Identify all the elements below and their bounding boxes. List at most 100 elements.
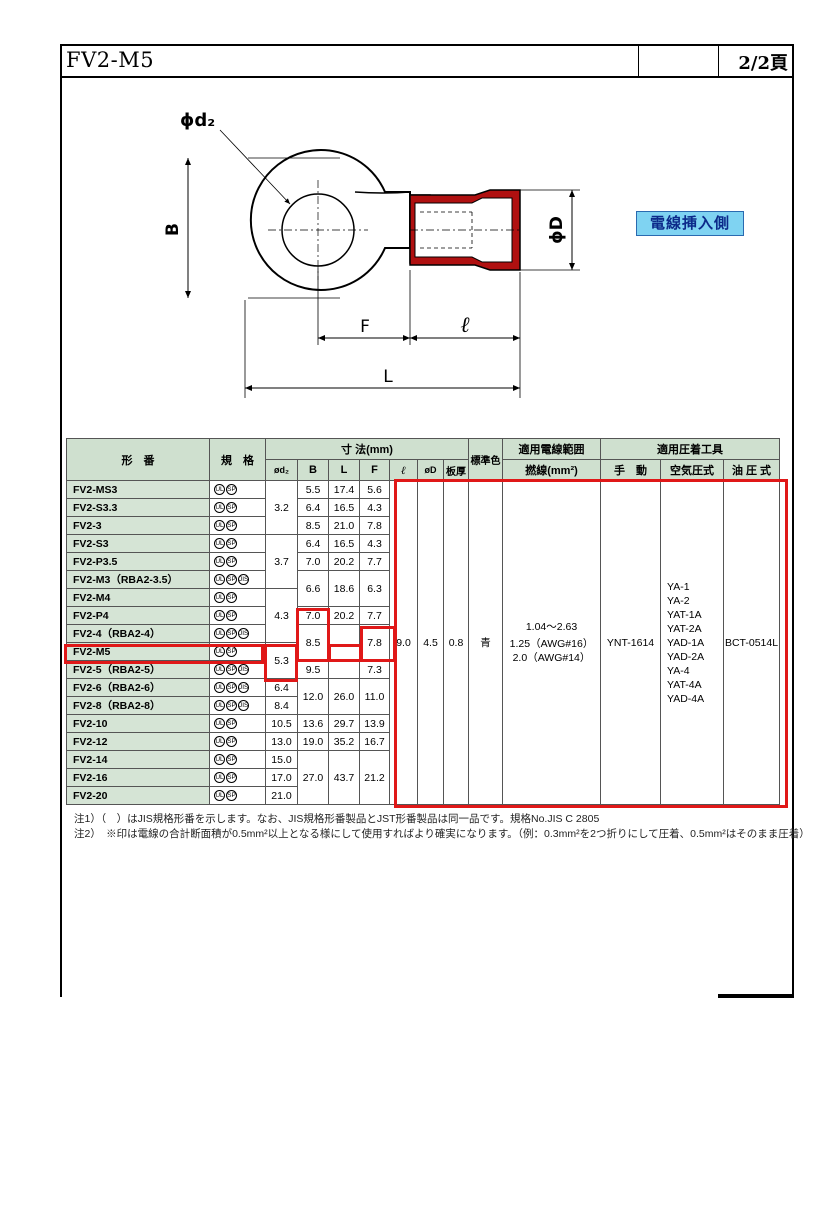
table-cell: 7.8 — [359, 516, 390, 535]
ul-mark-icon: UL — [214, 646, 225, 658]
air-tool-item: YA-1 — [667, 580, 690, 593]
wire-range-line: 1.04〜2.63 — [525, 621, 578, 633]
table-cell: 12.0 — [297, 678, 329, 715]
page-frame: FV2-M5 2/2頁 — [60, 44, 794, 997]
label-L: L — [383, 367, 393, 387]
part-number: FV2-M4 — [66, 588, 210, 607]
part-number: FV2-P3.5 — [66, 552, 210, 571]
table-cell: 20.2 — [328, 606, 360, 625]
ul-mark-icon: UL — [214, 718, 225, 730]
spec-table: 形 番 規 格 寸 法(mm) 標準色 適用電線範囲 適用圧着工具 ød₂ B … — [66, 438, 780, 805]
table-cell: 10.5 — [265, 714, 298, 733]
table-cell: 21.0 — [265, 786, 298, 805]
table-cell: 4.3 — [359, 534, 390, 553]
part-number: FV2-20 — [66, 786, 210, 805]
csa-mark-icon: SP — [226, 538, 237, 550]
table-cell: 6.4 — [297, 498, 329, 517]
jis-mark-icon: JIS — [238, 682, 249, 694]
table-header: 空気圧式 — [660, 459, 724, 481]
air-tool-item: YAT-1A — [667, 608, 702, 621]
air-tool-item: YAD-2A — [667, 650, 705, 663]
hydraulic-tool: BCT-0514L — [723, 480, 780, 805]
ul-mark-icon: UL — [214, 664, 225, 676]
table-cell: 4.3 — [265, 588, 298, 643]
label-ell: ℓ — [460, 313, 470, 338]
table-cell: 13.9 — [359, 714, 390, 733]
table-cell: 13.6 — [297, 714, 329, 733]
ul-mark-icon: UL — [214, 700, 225, 712]
part-number: FV2-MS3 — [66, 480, 210, 499]
part-number: FV2-M3（RBA2-3.5） — [66, 570, 210, 589]
table-cell: 18.6 — [328, 570, 360, 607]
part-number: FV2-S3 — [66, 534, 210, 553]
jis-mark-icon: JIS — [238, 574, 249, 586]
csa-mark-icon: SP — [226, 772, 237, 784]
table-cell: 16.5 — [328, 498, 360, 517]
table-cell: 7.0 — [297, 552, 329, 571]
ell-value: 9.0 — [389, 480, 418, 805]
table-cell: 5.3 — [265, 642, 298, 679]
csa-mark-icon: SP — [226, 484, 237, 496]
table-cell: 6.3 — [359, 570, 390, 607]
table-header: B — [297, 459, 329, 481]
table-cell: 16.7 — [359, 732, 390, 751]
part-number: FV2-10 — [66, 714, 210, 733]
table-header: L — [328, 459, 360, 481]
table-header: ℓ — [389, 459, 418, 481]
ul-mark-icon: UL — [214, 790, 225, 802]
part-number: FV2-4（RBA2-4） — [66, 624, 210, 643]
col-color: 標準色 — [468, 438, 503, 481]
table-header: 板厚 — [443, 459, 469, 481]
jis-mark-icon: JIS — [238, 700, 249, 712]
header-divider — [638, 46, 639, 76]
table-cell: 6.6 — [297, 570, 329, 607]
table-cell: 15.0 — [265, 750, 298, 769]
jis-mark-icon: JIS — [238, 664, 249, 676]
label-phi-D: ϕD — [547, 216, 567, 244]
csa-mark-icon: SP — [226, 682, 237, 694]
part-number: FV2-M5 — [66, 642, 210, 661]
table-cell: 7.7 — [359, 552, 390, 571]
csa-mark-icon: SP — [226, 646, 237, 658]
table-header: 撚線(mm²) — [502, 459, 601, 481]
table-cell: 20.2 — [328, 552, 360, 571]
label-phi-d2: ϕd₂ — [180, 110, 215, 131]
table-cell: 26.0 — [328, 678, 360, 715]
table-cell: 4.3 — [359, 498, 390, 517]
table-cell: 7.7 — [359, 606, 390, 625]
table-cell: 21.2 — [359, 750, 390, 805]
air-tool-item: YAT-2A — [667, 622, 702, 635]
label-F: F — [360, 317, 370, 337]
note-1: 注1）（ ）はJIS規格形番を示します。なお、JIS規格形番製品とJST形番製品… — [74, 813, 600, 825]
col-dimensions: 寸 法(mm) — [265, 438, 469, 460]
page-title: FV2-M5 — [66, 48, 155, 72]
ul-mark-icon: UL — [214, 484, 225, 496]
part-number: FV2-S3.3 — [66, 498, 210, 517]
part-number: FV2-P4 — [66, 606, 210, 625]
ul-mark-icon: UL — [214, 628, 225, 640]
table-cell: 13.0 — [265, 732, 298, 751]
csa-mark-icon: SP — [226, 754, 237, 766]
csa-mark-icon: SP — [226, 790, 237, 802]
ul-mark-icon: UL — [214, 592, 225, 604]
ul-mark-icon: UL — [214, 610, 225, 622]
table-cell: 3.7 — [265, 534, 298, 589]
table-cell: 21.0 — [328, 516, 360, 535]
table-cell: 7.3 — [359, 660, 390, 679]
table-cell: 29.7 — [328, 714, 360, 733]
notes: 注1）（ ）はJIS規格形番を示します。なお、JIS規格形番製品とJST形番製品… — [74, 812, 810, 842]
csa-mark-icon: SP — [226, 574, 237, 586]
